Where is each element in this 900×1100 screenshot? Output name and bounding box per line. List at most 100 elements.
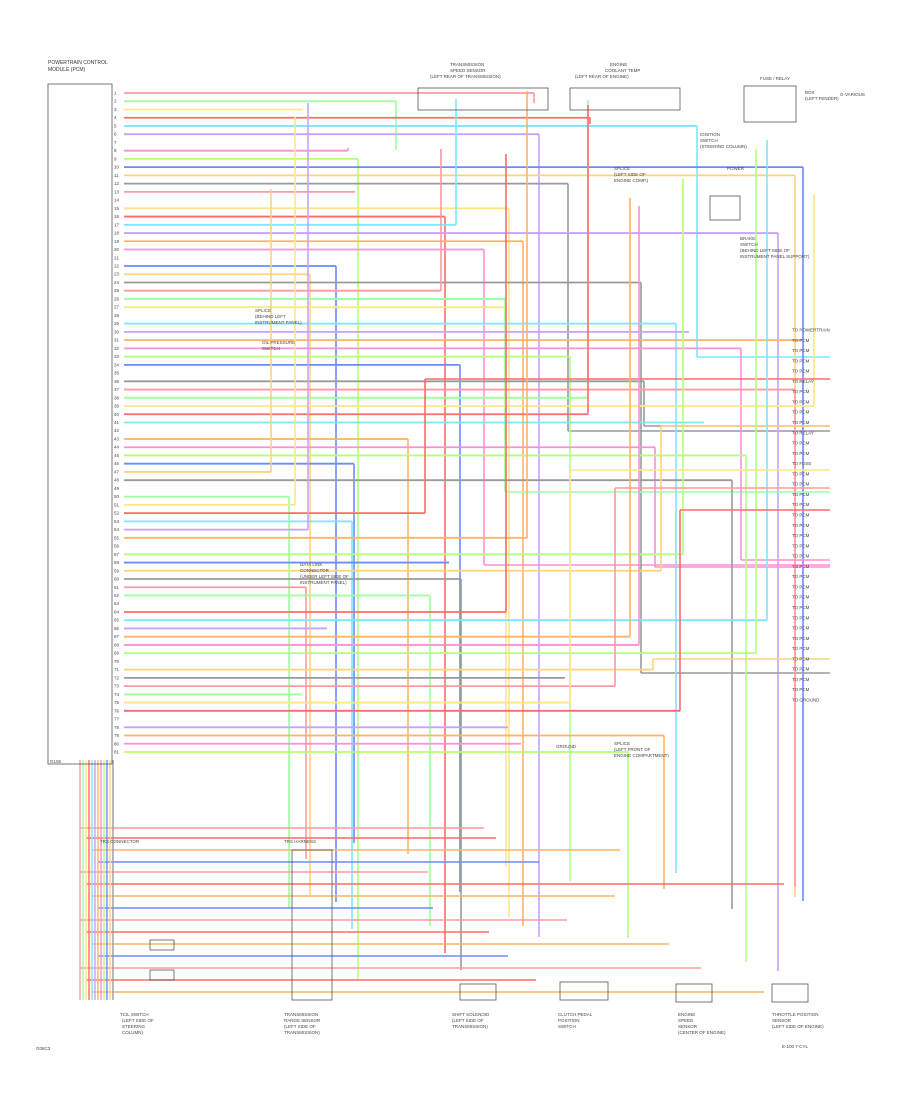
- pcm-pin-label: 50: [114, 494, 120, 499]
- engine-temp-line1: ENGINE: [610, 62, 627, 67]
- pcm-pin-label: 6: [114, 132, 117, 137]
- right-edge-label: TO PCM: [792, 677, 810, 682]
- pcm-pin-label: 40: [114, 412, 120, 417]
- pcm-pin-label: 39: [114, 404, 120, 409]
- trs-connector-header: TRS CONNECTOR: [100, 839, 140, 844]
- ground-label: G-VARIOUS: [840, 92, 865, 97]
- brake-line2: SWITCH: [740, 242, 758, 247]
- right-edge-label: TO PCM: [792, 369, 810, 374]
- right-edge-label: TO PCM: [792, 482, 810, 487]
- pcm-pin-label: 32: [114, 346, 120, 351]
- brake-line3: (BEHIND LEFT SIDE OF: [740, 248, 790, 253]
- splice-1: SPLICE (LEFT SIDE OF ENGINE COMP.): [614, 166, 649, 183]
- pcm-pin-label: 56: [114, 544, 120, 549]
- pcm-pin-label: 72: [114, 675, 120, 680]
- c3-title: SHIFT SOLENOID: [452, 1012, 490, 1017]
- pcm-pin-label: 68: [114, 642, 120, 647]
- brake-switch: BRAKE SWITCH (BEHIND LEFT SIDE OF INSTRU…: [709, 195, 810, 259]
- ignition-line3: (STEERING COLUMN): [700, 144, 747, 149]
- pcm-pin-label: 77: [114, 717, 120, 722]
- trans-temp-sensor: TRANSMISSION SPEED SENSOR (LEFT REAR OF …: [417, 62, 549, 111]
- pcm-pin-label: 80: [114, 741, 120, 746]
- right-edge-label: TO PCM: [792, 420, 810, 425]
- pcm-pin-label: 30: [114, 329, 120, 334]
- c4-title: CLUTCH PEDAL: [558, 1012, 593, 1017]
- splice2-line2: (BEHIND LEFT: [255, 314, 286, 319]
- pcm-pin-label: 45: [114, 453, 120, 458]
- pcm-pin-label: 36: [114, 379, 120, 384]
- pcm-pin-label: 66: [114, 626, 120, 631]
- c5-line1: SPEED: [678, 1018, 694, 1023]
- c5-title: ENGINE: [678, 1012, 695, 1017]
- pcm-pin-label: 4: [114, 115, 117, 120]
- right-edge-label: TO PCM: [792, 389, 810, 394]
- right-edge-label: TO PCM: [792, 358, 810, 363]
- right-edge-label: TO PCM: [792, 626, 810, 631]
- bottom-components: TCIL SWITCH (LEFT SIDE OF STEERING COLUM…: [120, 981, 824, 1035]
- right-edge-label: TO PCM: [792, 656, 810, 661]
- pcm-pin-label: 65: [114, 618, 120, 623]
- trans-temp-line2: SPEED SENSOR: [450, 68, 486, 73]
- pcm-pin-label: 1: [114, 91, 117, 96]
- pcm-pin-label: 34: [114, 362, 120, 367]
- shift-solenoid: SHIFT SOLENOID (LEFT SIDE OF TRANSMISSIO…: [452, 983, 497, 1029]
- pcm-title-2: MODULE (PCM): [48, 67, 86, 73]
- pcm-pin-label: 70: [114, 659, 120, 664]
- pcm-pin-label: 47: [114, 469, 120, 474]
- trs-harness-body: [291, 849, 333, 1001]
- c3-line1: (LEFT SIDE OF: [452, 1018, 484, 1023]
- pcm-pin-label: 13: [114, 189, 120, 194]
- right-edge-label: TO PCM: [792, 636, 810, 641]
- pcm-pin-label: 15: [114, 206, 120, 211]
- pcm-pin-label: 7: [114, 140, 117, 145]
- pcm-pin-label: 41: [114, 420, 120, 425]
- pcm-pin-list: 1234567891011121314151617181920212223242…: [114, 91, 120, 755]
- right-edge-label: TO PCM: [792, 471, 810, 476]
- pcm-pin-label: 76: [114, 708, 120, 713]
- pcm-pin-label: 51: [114, 502, 120, 507]
- fuse-line1: FUSE / RELAY: [760, 76, 790, 81]
- tcil-switch-box-2: [149, 969, 175, 981]
- c5-line2: SENSOR: [678, 1024, 698, 1029]
- pcm-body: [47, 83, 113, 765]
- ground-splice: SPLICE (LEFT FRONT OF ENGINE COMPARTMENT…: [556, 741, 669, 758]
- pcm-pin-label: 17: [114, 222, 120, 227]
- pcm-pin-label: 75: [114, 700, 120, 705]
- right-edge-label: TO PCM: [792, 338, 810, 343]
- splice1-line1: SPLICE: [614, 166, 630, 171]
- fuse-line3: (LEFT FENDER): [805, 96, 839, 101]
- right-edge-label: TO PCM: [792, 543, 810, 548]
- right-edge-label: TO PCM: [792, 513, 810, 518]
- pcm-pin-label: 22: [114, 263, 120, 268]
- ground-splice-label: GROUND: [556, 744, 577, 749]
- right-edge-label: TO PCM: [792, 441, 810, 446]
- pcm-pin-label: 58: [114, 560, 120, 565]
- ground-splice-line3: ENGINE COMPARTMENT): [614, 753, 669, 758]
- pcm-pin-label: 78: [114, 725, 120, 730]
- pcm-pin-label: 55: [114, 535, 120, 540]
- right-edge-label: TO PCM: [792, 502, 810, 507]
- right-edge-label: TO PCM: [792, 687, 810, 692]
- c2-line3: TRANSMISSION): [284, 1030, 320, 1035]
- pcm-pin-label: 46: [114, 461, 120, 466]
- c5-line3: (CENTER OF ENGINE): [678, 1030, 726, 1035]
- fuse-line2: BOX: [805, 90, 815, 95]
- ignition-line1: IGNITION: [700, 132, 720, 137]
- trs-harness-header: TRS HARNESS: [284, 839, 316, 844]
- right-edge-label: TO GROUND: [792, 698, 820, 703]
- right-edge-label: TO PCM: [792, 533, 810, 538]
- right-edge-label: TO PCM: [792, 523, 810, 528]
- pcm-pin-label: 23: [114, 272, 120, 277]
- pcm-pin-label: 71: [114, 667, 120, 672]
- pcm-pin-label: 12: [114, 181, 120, 186]
- ignition-switch: IGNITION SWITCH (STEERING COLUMN): [700, 132, 747, 149]
- pcm-pin-label: 24: [114, 280, 120, 285]
- tcil-switch-box: [149, 939, 175, 951]
- pcm-pin-label: 19: [114, 239, 120, 244]
- pcm-pin-label: 38: [114, 395, 120, 400]
- pcm-pin-label: 27: [114, 305, 120, 310]
- c4-line1: POSITION: [558, 1018, 580, 1023]
- pcm-pin-label: 28: [114, 313, 120, 318]
- right-edge-label: TO POWERTRAIN: [792, 328, 830, 333]
